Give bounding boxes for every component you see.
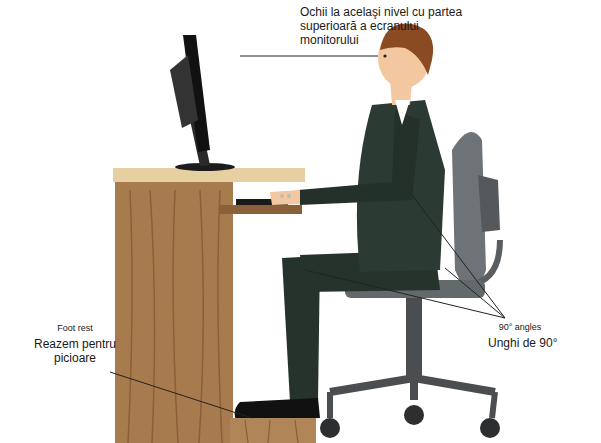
seated-person: [235, 24, 445, 420]
callout-label: 90° angles: [480, 322, 560, 332]
footrest: [230, 418, 316, 443]
callout-label: Ochii la acelaşi nivel cu partea superio…: [300, 6, 480, 47]
monitor: [170, 35, 235, 171]
leader-lines: [110, 56, 505, 418]
callout-label: Unghi de 90°: [488, 337, 588, 351]
callout-label: Reazem pentru picioare: [30, 338, 120, 366]
callout-label: Foot rest: [30, 323, 120, 333]
